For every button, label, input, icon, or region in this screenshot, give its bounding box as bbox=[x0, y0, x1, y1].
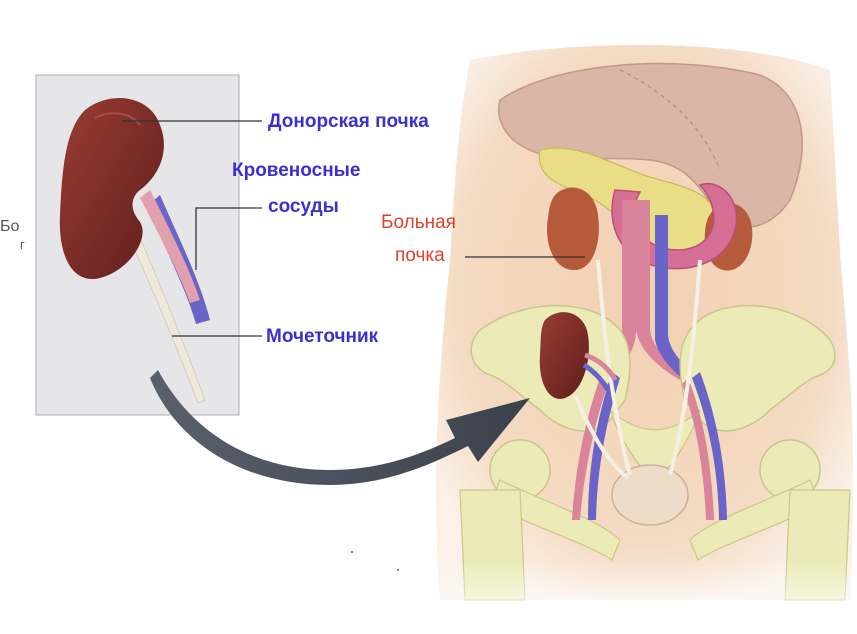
label-diseased-kidney-line2: почка bbox=[395, 245, 445, 267]
cut-text-line2: г bbox=[20, 236, 25, 254]
label-blood-vessels-line2: сосуды bbox=[268, 196, 339, 218]
label-diseased-kidney-line1: Больная bbox=[381, 212, 456, 234]
cut-text-line1: Бо bbox=[0, 218, 19, 236]
label-donor-kidney: Донорская почка bbox=[268, 111, 429, 133]
label-blood-vessels-line1: Кровеносные bbox=[232, 160, 360, 182]
label-ureter: Мочеточник bbox=[266, 326, 378, 348]
